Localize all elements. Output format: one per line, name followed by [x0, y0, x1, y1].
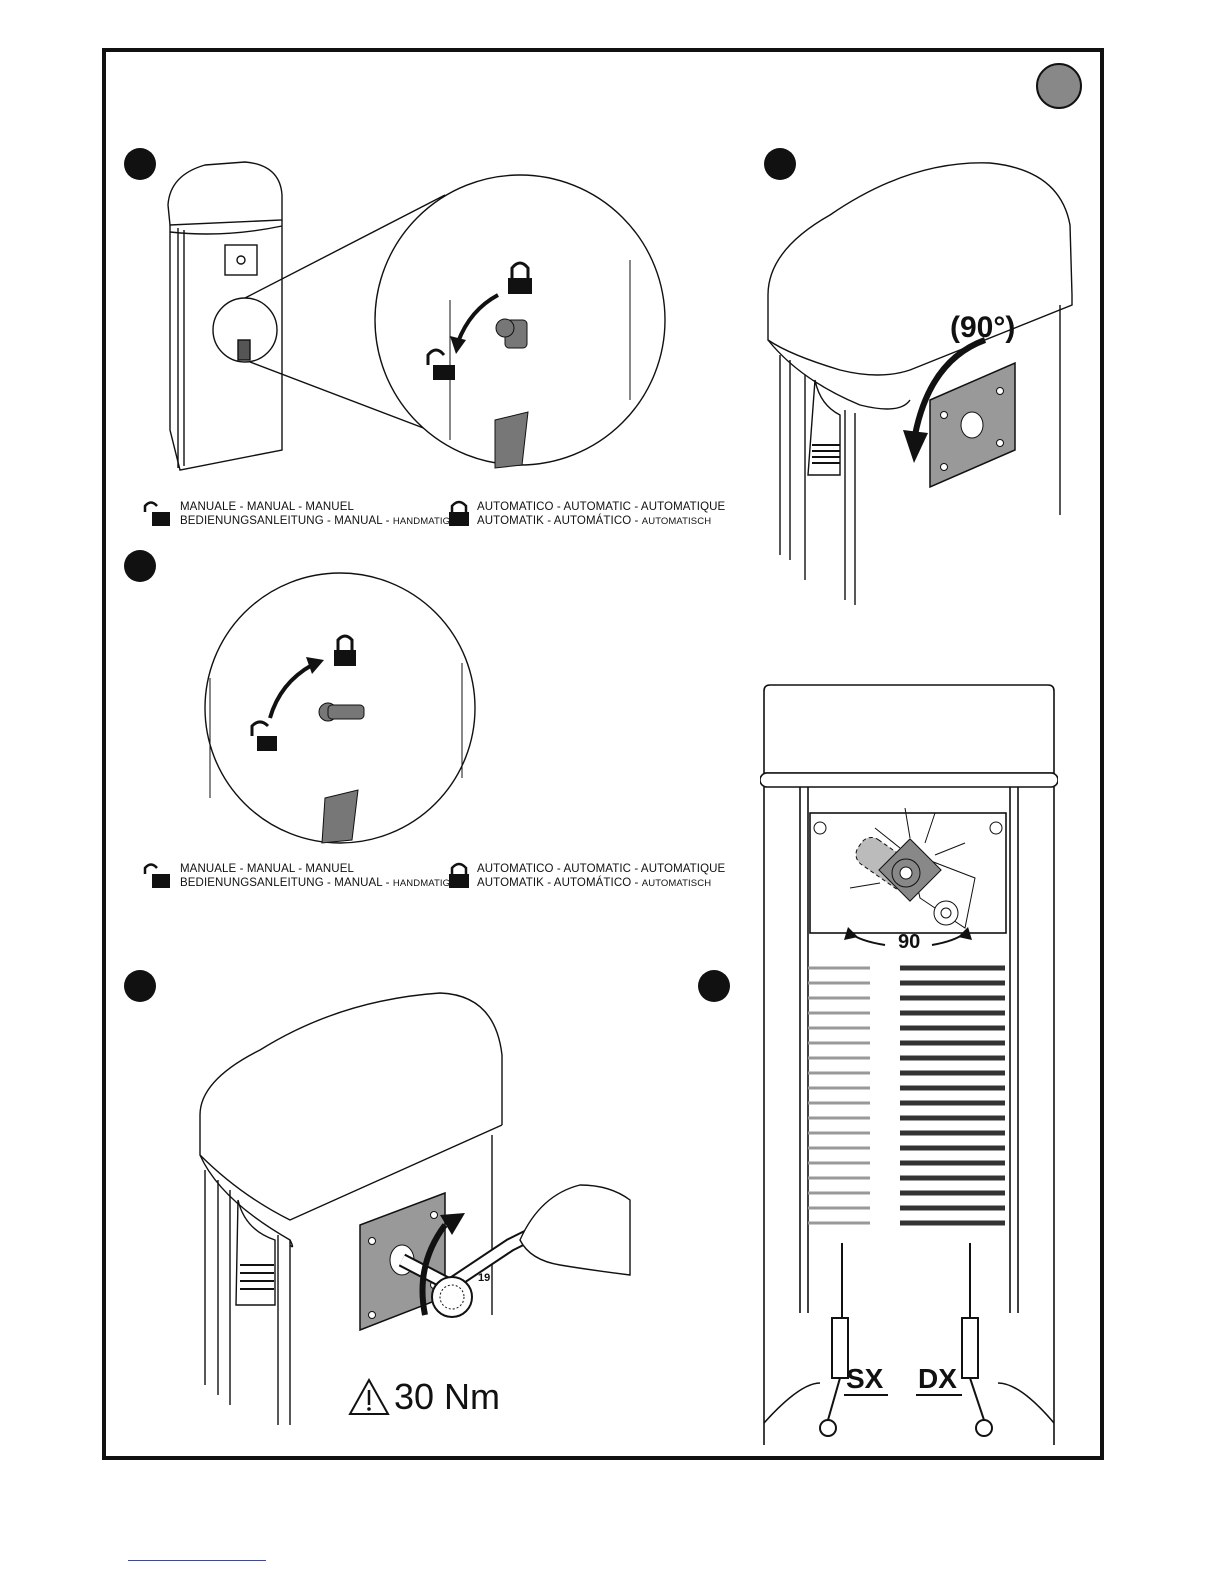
lock-closed-icon	[334, 634, 356, 666]
legend-manual-line1: MANUALE - MANUAL - MANUEL	[180, 501, 354, 513]
warning-icon	[348, 1378, 390, 1415]
rotation-arrow-icon	[419, 1223, 448, 1316]
torque-label: 30 Nm	[394, 1376, 501, 1417]
legend-auto-line1: AUTOMATICO - AUTOMATIC - AUTOMATIQUE	[477, 501, 726, 513]
legend-manual-line2b: HANDMATIG	[392, 516, 451, 527]
lock-open-icon	[143, 863, 170, 888]
step-marker-1	[124, 148, 156, 180]
lock-magnified-illustration	[204, 572, 476, 844]
legend-manual-line2b: HANDMATIG	[392, 878, 451, 889]
step-marker-3	[124, 550, 156, 582]
lock-closed-icon	[449, 500, 469, 526]
lock-closed-icon	[449, 862, 469, 888]
legend-manual-line2a: BEDIENUNGSANLEITUNG - MANUAL -	[180, 515, 393, 527]
legend-manual-line2a: BEDIENUNGSANLEITUNG - MANUAL -	[180, 877, 393, 889]
spring-angle-label: 90	[898, 931, 920, 953]
barrier-cabinet-unlock-illustration	[167, 161, 666, 471]
key-icon	[318, 702, 365, 722]
page-badge	[1036, 63, 1082, 109]
spring-mechanism-illustration: 90 SX DX	[760, 684, 1058, 1445]
legend-manual-2: MANUALE - MANUAL - MANUEL BEDIENUNGSANLE…	[140, 862, 450, 891]
legend-auto-line2b: AUTOMATISCH	[641, 878, 712, 889]
legend-auto-1: AUTOMATICO - AUTOMATIC - AUTOMATIQUE AUT…	[447, 500, 725, 529]
lock-open-icon	[250, 720, 277, 751]
step-marker-2	[764, 148, 796, 180]
lock-open-icon	[426, 348, 455, 380]
cabinet-top-plate-rotation-illustration: (90°)	[767, 162, 1073, 605]
legend-auto-line2a: AUTOMATIK - AUTOMÁTICO -	[477, 877, 642, 889]
legend-auto-line2a: AUTOMATIK - AUTOMÁTICO -	[477, 515, 642, 527]
wrench-size-label: 19	[478, 1272, 490, 1284]
page-frame	[102, 48, 1104, 1460]
left-label: SX	[846, 1363, 884, 1394]
rotation-arrow-icon	[912, 337, 987, 436]
lock-closed-icon	[508, 261, 532, 294]
right-label: DX	[918, 1363, 957, 1394]
angle-label: (90°)	[950, 311, 1015, 344]
legend-auto-line2b: AUTOMATISCH	[641, 516, 712, 527]
legend-auto-2: AUTOMATICO - AUTOMATIC - AUTOMATIQUE AUT…	[447, 862, 725, 891]
cabinet-wrench-tightening-illustration: 19	[199, 992, 631, 1425]
legend-manual-line1: MANUALE - MANUAL - MANUEL	[180, 863, 354, 875]
legend-auto-line1: AUTOMATICO - AUTOMATIC - AUTOMATIQUE	[477, 863, 726, 875]
rotation-arrow-icon	[456, 293, 499, 343]
lock-open-icon	[143, 501, 170, 526]
legend-manual-1: MANUALE - MANUAL - MANUEL BEDIENUNGSANLE…	[140, 500, 450, 529]
step-marker-4	[124, 970, 156, 1002]
key-icon	[495, 318, 528, 349]
footer-rule	[128, 1560, 266, 1561]
step-marker-5	[698, 970, 730, 1002]
rotation-arrow-icon	[268, 663, 313, 719]
